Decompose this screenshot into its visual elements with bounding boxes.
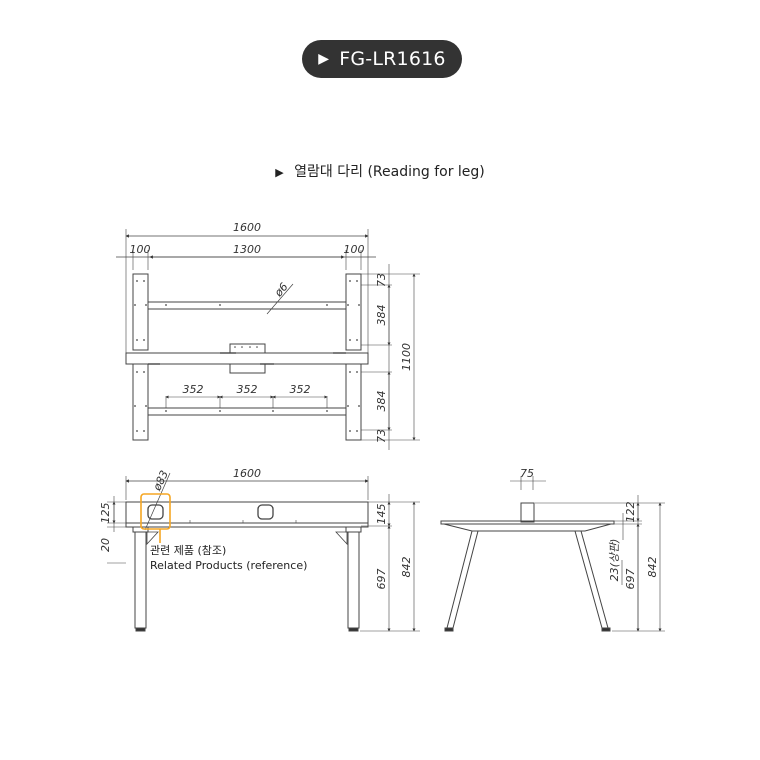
dim-bracket-spacing-3: 352 — [290, 383, 311, 396]
dim-front-right-697: 697 — [375, 569, 388, 590]
dim-side-right-122: 122 — [624, 502, 637, 523]
section-title-text: 열람대 다리 (Reading for leg) — [294, 164, 485, 180]
dim-side-right-23: 23(상판) — [608, 539, 621, 582]
dim-bracket-spacing-2: 352 — [237, 383, 258, 396]
dim-side-right-842: 842 — [646, 557, 659, 578]
section-title: ▶ 열람대 다리 (Reading for leg) — [0, 161, 760, 181]
play-triangle-icon: ▶ — [275, 166, 284, 179]
dim-top-right-leg: 100 — [344, 243, 365, 256]
related-products-note: 관련 제품 (참조) Related Products (reference) — [150, 543, 307, 573]
play-triangle-icon: ▶ — [318, 51, 330, 67]
dim-front-left-20: 20 — [99, 538, 112, 552]
dim-front-right-145: 145 — [375, 504, 388, 525]
dim-side-right-697: 697 — [624, 569, 637, 590]
model-badge: ▶ FG-LR1616 — [302, 40, 462, 78]
top-view-holes — [134, 280, 360, 432]
dim-top-center-span: 1300 — [233, 243, 261, 256]
model-name: FG-LR1616 — [339, 48, 446, 70]
dim-front-overall-width: 1600 — [233, 467, 261, 480]
dim-bracket-spacing-1: 352 — [183, 383, 204, 396]
dim-top-left-leg: 100 — [130, 243, 151, 256]
side-view — [440, 476, 665, 632]
dim-front-left-125: 125 — [99, 503, 112, 524]
dim-top-right-73b: 73 — [375, 429, 388, 443]
note-english: Related Products (reference) — [150, 559, 308, 572]
dim-top-right-384a: 384 — [375, 305, 388, 326]
dim-top-overall-width: 1600 — [233, 221, 261, 234]
front-view — [107, 472, 420, 632]
note-korean: 관련 제품 (참조) — [150, 544, 227, 557]
related-product-highlight — [140, 493, 171, 530]
dim-top-right-73a: 73 — [375, 273, 388, 287]
dim-top-right-384b: 384 — [375, 391, 388, 412]
dim-side-post-width: 75 — [520, 467, 534, 480]
dim-hole-diameter: ø6 — [271, 280, 290, 300]
dim-front-right-842: 842 — [400, 557, 413, 578]
top-view — [116, 229, 420, 450]
dim-top-overall-depth: 1100 — [400, 343, 413, 371]
